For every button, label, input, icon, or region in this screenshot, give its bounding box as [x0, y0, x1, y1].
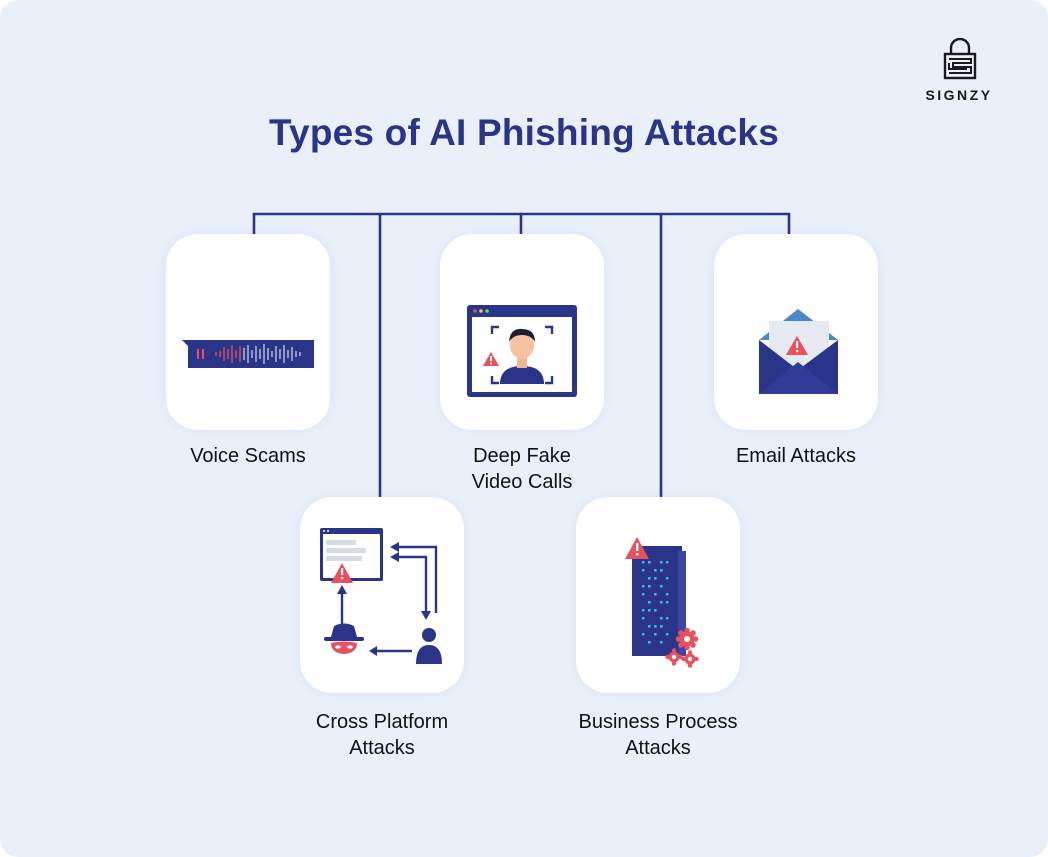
voice-scams-label: Voice Scams	[190, 445, 306, 467]
page-title: Types of AI Phishing Attacks	[269, 112, 779, 153]
business-process-card	[576, 497, 740, 693]
email-attacks-label: Email Attacks	[735, 445, 857, 467]
video-call-face-icon	[467, 305, 577, 397]
deep-fake-label: Deep Fake Video Calls	[471, 445, 573, 493]
cross-platform-cycle-icon	[320, 528, 442, 664]
brand-logo: SIGNZY	[906, 38, 1012, 104]
voice-scams-card	[166, 234, 330, 430]
envelope-alert-icon	[759, 309, 838, 394]
deep-fake-card	[440, 234, 604, 430]
audio-waveform-icon	[182, 340, 314, 368]
padlock-logo-icon	[943, 38, 977, 80]
building-gears-icon	[625, 537, 699, 668]
email-attacks-card	[714, 234, 878, 430]
cross-platform-label: Cross Platform Attacks	[315, 711, 449, 759]
cross-platform-card	[300, 497, 464, 693]
brand-name: SIGNZY	[925, 87, 993, 103]
business-process-label: Business Process Attacks	[578, 711, 738, 759]
